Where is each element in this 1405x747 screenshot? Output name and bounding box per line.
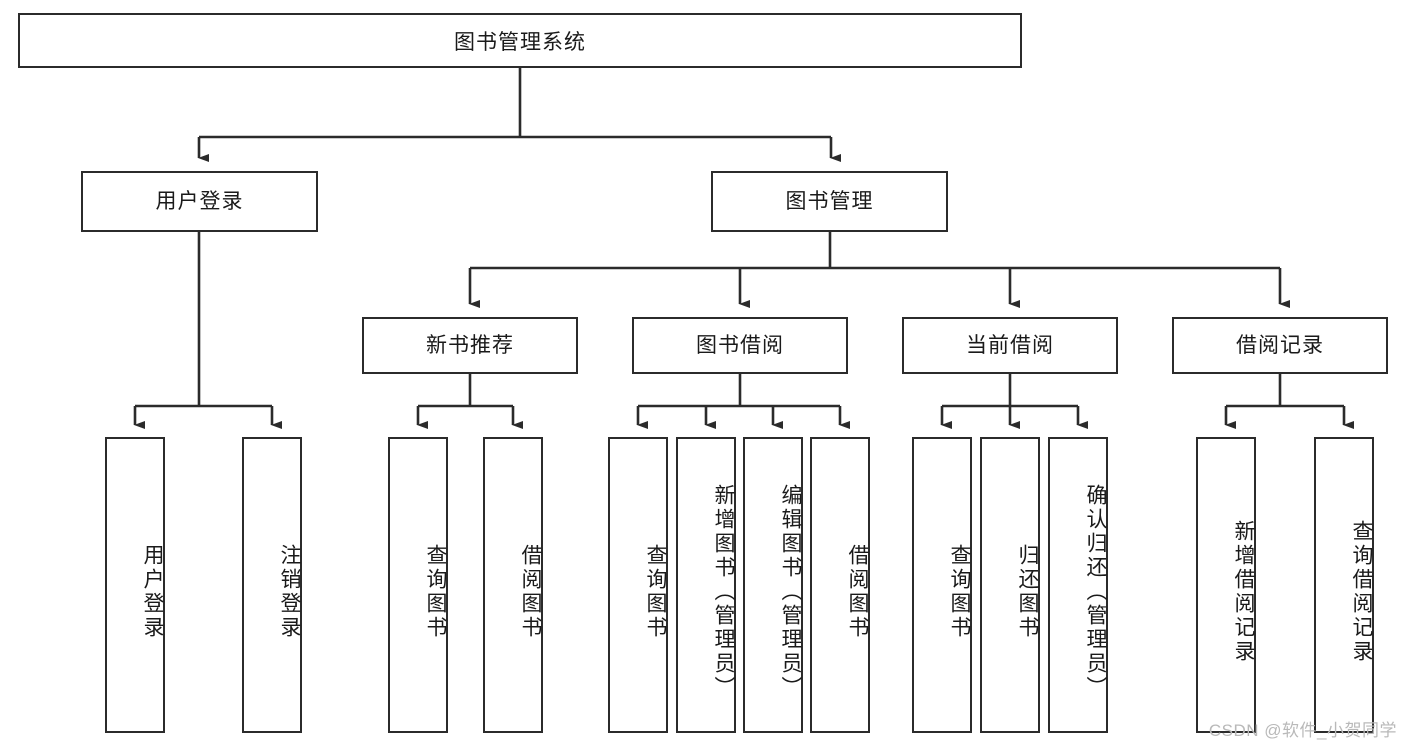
leaf-user-login-login[interactable]: 用户登录 [105,437,165,733]
node-book-management[interactable]: 图书管理 [711,171,948,232]
leaf-user-login-logout[interactable]: 注销登录 [242,437,302,733]
watermark: CSDN @软件_小贺同学 [1208,721,1397,740]
node-user-login[interactable]: 用户登录 [81,171,318,232]
node-label: 新书推荐 [426,333,514,357]
leaf-current-borrow-return-book[interactable]: 归还图书 [980,437,1040,733]
node-label: 借阅图书 [519,544,542,640]
node-label: 借阅记录 [1236,333,1324,357]
leaf-book-borrow-add-book-admin[interactable]: 新增图书（管理员） [676,437,736,733]
node-label: 查询图书 [424,544,447,640]
node-borrow-record[interactable]: 借阅记录 [1172,317,1388,374]
leaf-new-book-borrow-book[interactable]: 借阅图书 [483,437,543,733]
node-label: 新增图书（管理员） [712,484,735,700]
node-root-book-management-system[interactable]: 图书管理系统 [18,13,1022,68]
leaf-book-borrow-borrow-book[interactable]: 借阅图书 [810,437,870,733]
node-label: 图书管理系统 [454,30,586,54]
node-label: 查询图书 [948,544,971,640]
node-new-book-recommend[interactable]: 新书推荐 [362,317,578,374]
node-label: 编辑图书（管理员） [779,484,802,700]
node-label: 新增借阅记录 [1232,520,1255,664]
node-label: 图书管理 [785,189,874,213]
leaf-borrow-record-query-record[interactable]: 查询借阅记录 [1314,437,1374,733]
node-label: 查询图书 [644,544,667,640]
leaf-new-book-query-book[interactable]: 查询图书 [388,437,448,733]
node-label: 当前借阅 [966,333,1054,357]
node-label: 借阅图书 [846,544,869,640]
node-label: 查询借阅记录 [1350,520,1373,664]
leaf-borrow-record-add-record[interactable]: 新增借阅记录 [1196,437,1256,733]
leaf-book-borrow-edit-book-admin[interactable]: 编辑图书（管理员） [743,437,803,733]
leaf-book-borrow-query-book[interactable]: 查询图书 [608,437,668,733]
node-label: 用户登录 [141,544,164,640]
leaf-current-borrow-query-book[interactable]: 查询图书 [912,437,972,733]
node-label: 用户登录 [155,189,244,213]
node-label: 图书借阅 [696,333,784,357]
node-current-borrow[interactable]: 当前借阅 [902,317,1118,374]
node-label: 归还图书 [1016,544,1039,640]
node-label: 确认归还（管理员） [1084,484,1107,700]
node-book-borrow[interactable]: 图书借阅 [632,317,848,374]
leaf-current-borrow-confirm-return-admin[interactable]: 确认归还（管理员） [1048,437,1108,733]
node-label: 注销登录 [278,544,301,640]
